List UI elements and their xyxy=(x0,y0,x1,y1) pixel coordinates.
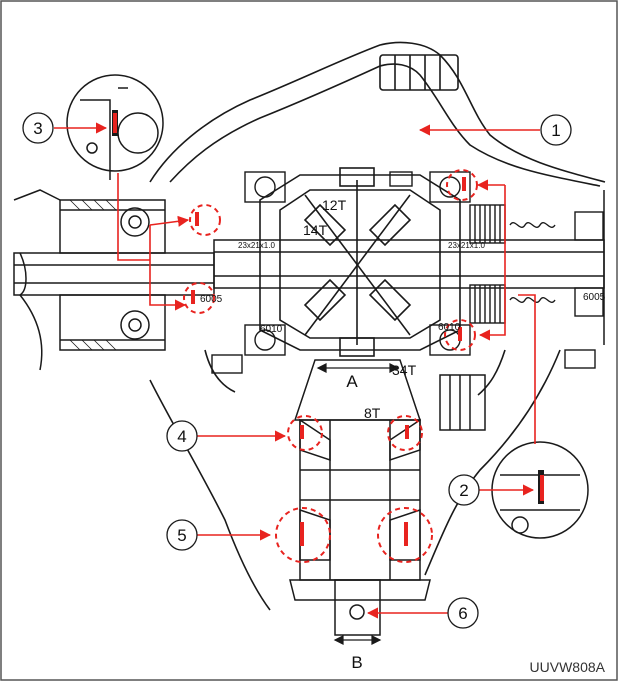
red-markers xyxy=(113,113,544,546)
left-axle-assembly xyxy=(13,189,215,371)
highlight-bearing-lower-right xyxy=(377,507,433,563)
axle-shaft xyxy=(213,190,605,345)
gear-label-8t: 8T xyxy=(364,405,381,421)
bearing-label-6005-right: 6005 xyxy=(583,292,606,303)
callout-3: 3 xyxy=(22,112,54,144)
hatch-left xyxy=(69,199,117,351)
callout-2-label: 2 xyxy=(459,481,468,500)
gear-label-34t: 34T xyxy=(392,362,417,378)
spline-label-right: 23x21x1.0 xyxy=(448,241,485,250)
highlight-bearing-upper-left xyxy=(287,415,323,451)
callout-4: 4 xyxy=(166,420,198,452)
housing xyxy=(149,41,606,611)
callout-1: 1 xyxy=(540,114,572,146)
spline-label-left: 23x21x1.0 xyxy=(238,241,275,250)
callout-1-label: 1 xyxy=(551,121,560,140)
highlight-bearing-lower-left xyxy=(275,507,331,563)
highlight-seal-right-bottom xyxy=(444,319,476,351)
dimension-b xyxy=(333,635,382,645)
leader-lines xyxy=(54,122,540,619)
callout-4-label: 4 xyxy=(177,427,186,446)
gear-label-14t: 14T xyxy=(303,222,328,238)
dimension-b-label: B xyxy=(351,653,362,672)
callout-6: 6 xyxy=(447,597,479,629)
callout-5-label: 5 xyxy=(177,526,186,545)
bearing-label-6005-left: 6005 xyxy=(200,294,223,305)
bearing-label-6010-left: 6010 xyxy=(260,324,283,335)
callout-6-label: 6 xyxy=(458,604,467,623)
dimension-a-label: A xyxy=(346,372,358,391)
right-side-assembly xyxy=(211,171,604,374)
highlight-seal-left-top xyxy=(189,204,221,236)
figure-code: UUVW808A xyxy=(530,659,606,675)
bearing-label-6010-right: 6010 xyxy=(438,322,461,333)
callout-2: 2 xyxy=(448,474,480,506)
highlight-seal-left-bottom xyxy=(183,282,215,314)
highlight-bearing-upper-right xyxy=(387,415,423,451)
callout-3-label: 3 xyxy=(33,119,42,138)
dimension-a xyxy=(316,363,400,373)
callout-5: 5 xyxy=(166,519,198,551)
pinion-shaft xyxy=(289,359,486,636)
gear-label-12t: 12T xyxy=(322,197,347,213)
